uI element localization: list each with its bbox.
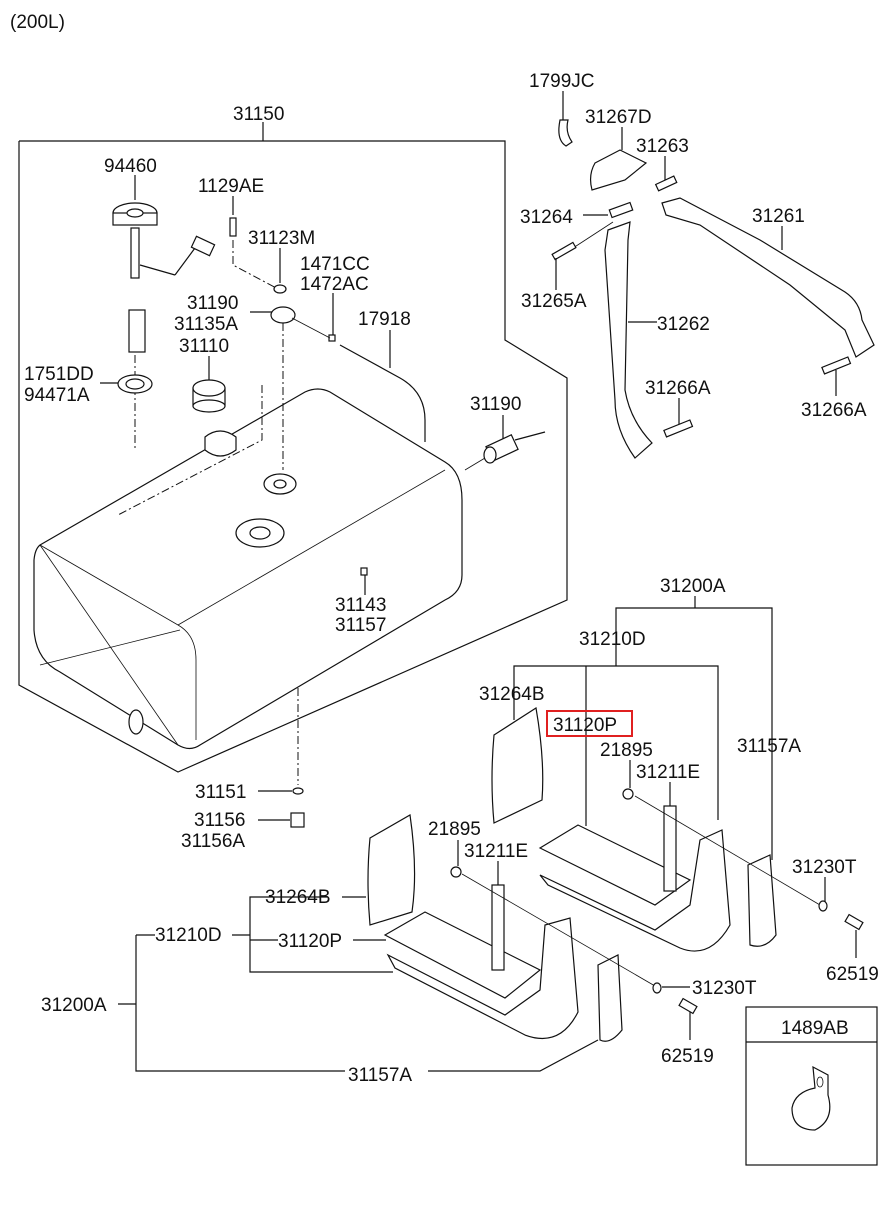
part-label-1489AB[interactable]: 1489AB xyxy=(781,1018,849,1039)
centerline xyxy=(461,873,656,987)
step-pad-icon xyxy=(491,707,544,824)
upper-band-icon xyxy=(661,197,875,358)
part-label-31211E-r[interactable]: 31211E xyxy=(636,762,700,783)
part-label-31151[interactable]: 31151 xyxy=(195,782,246,803)
highlight-box xyxy=(546,710,633,737)
part-label-31211E-l[interactable]: 31211E xyxy=(464,841,528,862)
leader-line xyxy=(428,1039,599,1072)
part-label-21895-l[interactable]: 21895 xyxy=(428,819,481,840)
part-label-31263[interactable]: 31263 xyxy=(636,136,689,157)
bracket-line xyxy=(615,607,773,860)
band-clip-icon xyxy=(558,119,573,147)
left-step-icon xyxy=(383,884,623,1042)
hose-icon xyxy=(339,344,426,442)
right-step-icon xyxy=(538,805,777,952)
part-label-31264[interactable]: 31264 xyxy=(520,207,573,228)
nut-icon xyxy=(622,788,634,800)
part-label-31123M[interactable]: 31123M xyxy=(248,228,315,249)
bracket-line xyxy=(135,935,345,1072)
lower-band-icon xyxy=(604,221,653,459)
part-label-1471CC[interactable]: 1471CC xyxy=(300,254,370,275)
step-pad-icon xyxy=(367,814,416,926)
pin-icon xyxy=(821,356,852,375)
part-label-1129AE[interactable]: 1129AE xyxy=(198,176,264,197)
part-label-31120P-r[interactable]: 31120P xyxy=(553,715,617,736)
part-label-31262[interactable]: 31262 xyxy=(657,314,710,335)
bushing-icon xyxy=(608,201,634,219)
part-label-62519-l[interactable]: 62519 xyxy=(661,1046,714,1067)
tank-assembly-outline xyxy=(18,122,568,773)
seal-ring-inner xyxy=(125,378,145,390)
part-label-31135A[interactable]: 31135A xyxy=(174,314,238,335)
part-label-31157A-r[interactable]: 31157A xyxy=(737,736,801,757)
fuel-sender-icon xyxy=(112,175,216,450)
part-label-31110[interactable]: 31110 xyxy=(179,336,229,357)
part-label-31157[interactable]: 31157 xyxy=(335,615,386,636)
side-fitting-icon xyxy=(483,431,546,464)
part-label-31210D-l[interactable]: 31210D xyxy=(155,925,222,946)
part-label-62519-r[interactable]: 62519 xyxy=(826,964,879,985)
part-label-31150[interactable]: 31150 xyxy=(233,104,284,125)
pin-icon xyxy=(654,175,678,192)
part-label-31190-top[interactable]: 31190 xyxy=(187,293,238,314)
part-label-1751DD[interactable]: 1751DD xyxy=(24,364,94,385)
part-label-31230T-r[interactable]: 31230T xyxy=(792,857,857,878)
part-label-1472AC[interactable]: 1472AC xyxy=(300,274,369,295)
drain-icon xyxy=(360,567,368,576)
gasket-icon xyxy=(273,284,287,294)
washer-icon xyxy=(652,982,662,994)
bracket-cover-icon xyxy=(589,149,648,191)
fuel-tank-icon xyxy=(33,388,463,750)
nut-icon xyxy=(450,866,462,878)
part-label-31143[interactable]: 31143 xyxy=(335,595,386,616)
clip-icon xyxy=(328,334,336,342)
fitting-icon xyxy=(270,306,296,324)
bolt-icon xyxy=(844,913,864,931)
part-label-31264B-r[interactable]: 31264B xyxy=(479,684,545,705)
part-label-94471A[interactable]: 94471A xyxy=(24,385,90,406)
part-label-31200A-r[interactable]: 31200A xyxy=(660,576,726,597)
part-label-31266A-2[interactable]: 31266A xyxy=(801,400,867,421)
part-label-31200A-l[interactable]: 31200A xyxy=(41,995,107,1016)
part-label-31265A[interactable]: 31265A xyxy=(521,291,587,312)
centerline xyxy=(117,385,263,516)
filler-cap-icon xyxy=(192,379,226,413)
part-label-31156[interactable]: 31156 xyxy=(194,810,245,831)
part-label-31267D[interactable]: 31267D xyxy=(585,107,652,128)
part-label-1799JC[interactable]: 1799JC xyxy=(529,71,595,92)
clamp-inset-box xyxy=(745,1006,878,1166)
centerline xyxy=(569,221,614,251)
part-label-31120P-l[interactable]: 31120P xyxy=(278,931,342,952)
part-label-31210D-r[interactable]: 31210D xyxy=(579,629,646,650)
capacity-label: (200L) xyxy=(10,12,65,33)
part-label-31266A-1[interactable]: 31266A xyxy=(645,378,711,399)
screw-icon xyxy=(229,196,281,291)
centerline xyxy=(464,457,486,471)
bolt-icon xyxy=(551,241,577,261)
part-label-31190-side[interactable]: 31190 xyxy=(470,394,521,415)
part-label-31261[interactable]: 31261 xyxy=(752,206,805,227)
part-label-17918[interactable]: 17918 xyxy=(358,309,411,330)
pin-icon xyxy=(663,419,694,438)
part-label-31264B-l[interactable]: 31264B xyxy=(265,887,331,908)
drain-plug-icon xyxy=(290,812,305,828)
part-label-31157A-l[interactable]: 31157A xyxy=(348,1065,412,1086)
part-label-94460[interactable]: 94460 xyxy=(104,156,157,177)
part-label-31156A[interactable]: 31156A xyxy=(181,831,245,852)
centerline xyxy=(291,317,331,339)
washer-icon xyxy=(292,787,304,795)
bolt-icon xyxy=(678,997,698,1015)
centerline xyxy=(634,795,821,906)
part-label-21895-r[interactable]: 21895 xyxy=(600,740,653,761)
washer-icon xyxy=(818,900,828,912)
part-label-31230T-l[interactable]: 31230T xyxy=(692,978,757,999)
